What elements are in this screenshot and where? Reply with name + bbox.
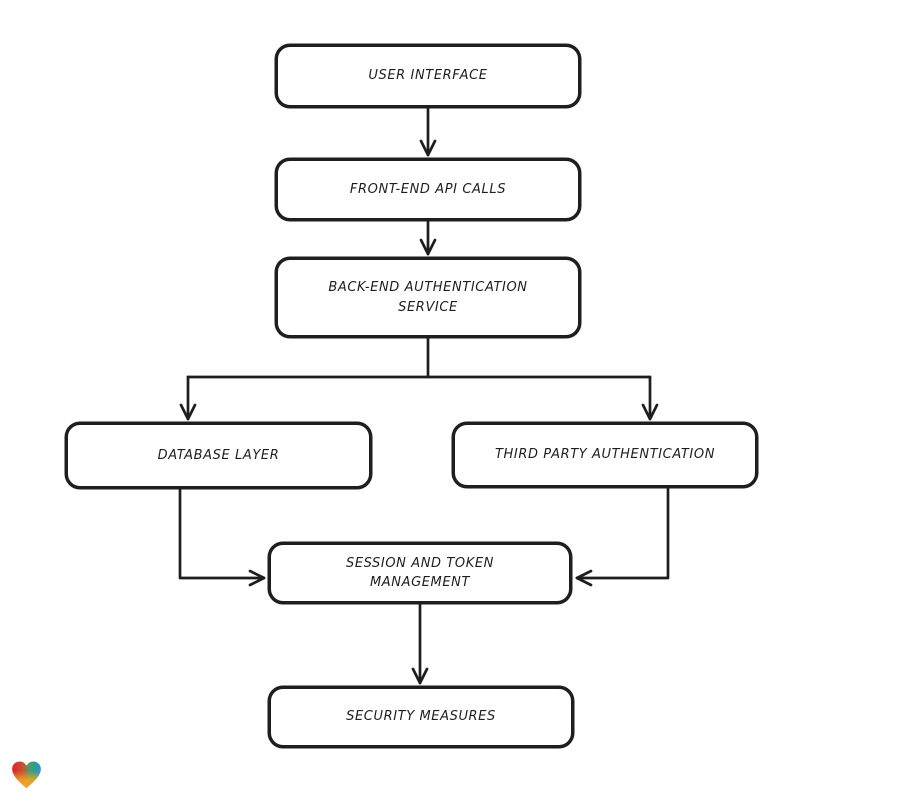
edge-front-end-to-back-end <box>419 220 437 256</box>
node-security-measures[interactable]: SECURITY MEASURES <box>268 686 574 748</box>
edge-third-party-to-session <box>575 487 670 587</box>
node-security-measures-label: SECURITY MEASURES <box>346 709 496 725</box>
edge-back-end-branch <box>179 337 659 421</box>
eraser-heart-logo[interactable] <box>11 760 42 790</box>
node-third-party-authentication-label: THIRD PARTY AUTHENTICATION <box>494 447 716 463</box>
node-user-interface-label: USER INTERFACE <box>368 68 488 84</box>
heart-icon <box>12 761 41 789</box>
node-database-layer[interactable]: DATABASE LAYER <box>65 422 372 489</box>
edge-user-interface-to-front-end <box>419 106 437 157</box>
node-database-layer-label: DATABASE LAYER <box>157 447 280 463</box>
node-back-end-authentication-service[interactable]: BACK-END AUTHENTICATION SERVICE <box>275 257 581 338</box>
node-user-interface[interactable]: USER INTERFACE <box>275 44 581 108</box>
node-front-end-api-calls[interactable]: FRONT-END API CALLS <box>275 158 581 221</box>
node-session-and-token-management-label: SESSION AND TOKEN MANAGEMENT <box>345 555 495 591</box>
node-session-and-token-management[interactable]: SESSION AND TOKEN MANAGEMENT <box>268 542 572 604</box>
node-front-end-api-calls-label: FRONT-END API CALLS <box>349 181 507 197</box>
edge-session-to-security <box>411 602 429 685</box>
node-third-party-authentication[interactable]: THIRD PARTY AUTHENTICATION <box>452 422 758 488</box>
edge-database-to-session <box>178 488 266 587</box>
node-back-end-authentication-service-label: BACK-END AUTHENTICATION SERVICE <box>328 280 528 315</box>
